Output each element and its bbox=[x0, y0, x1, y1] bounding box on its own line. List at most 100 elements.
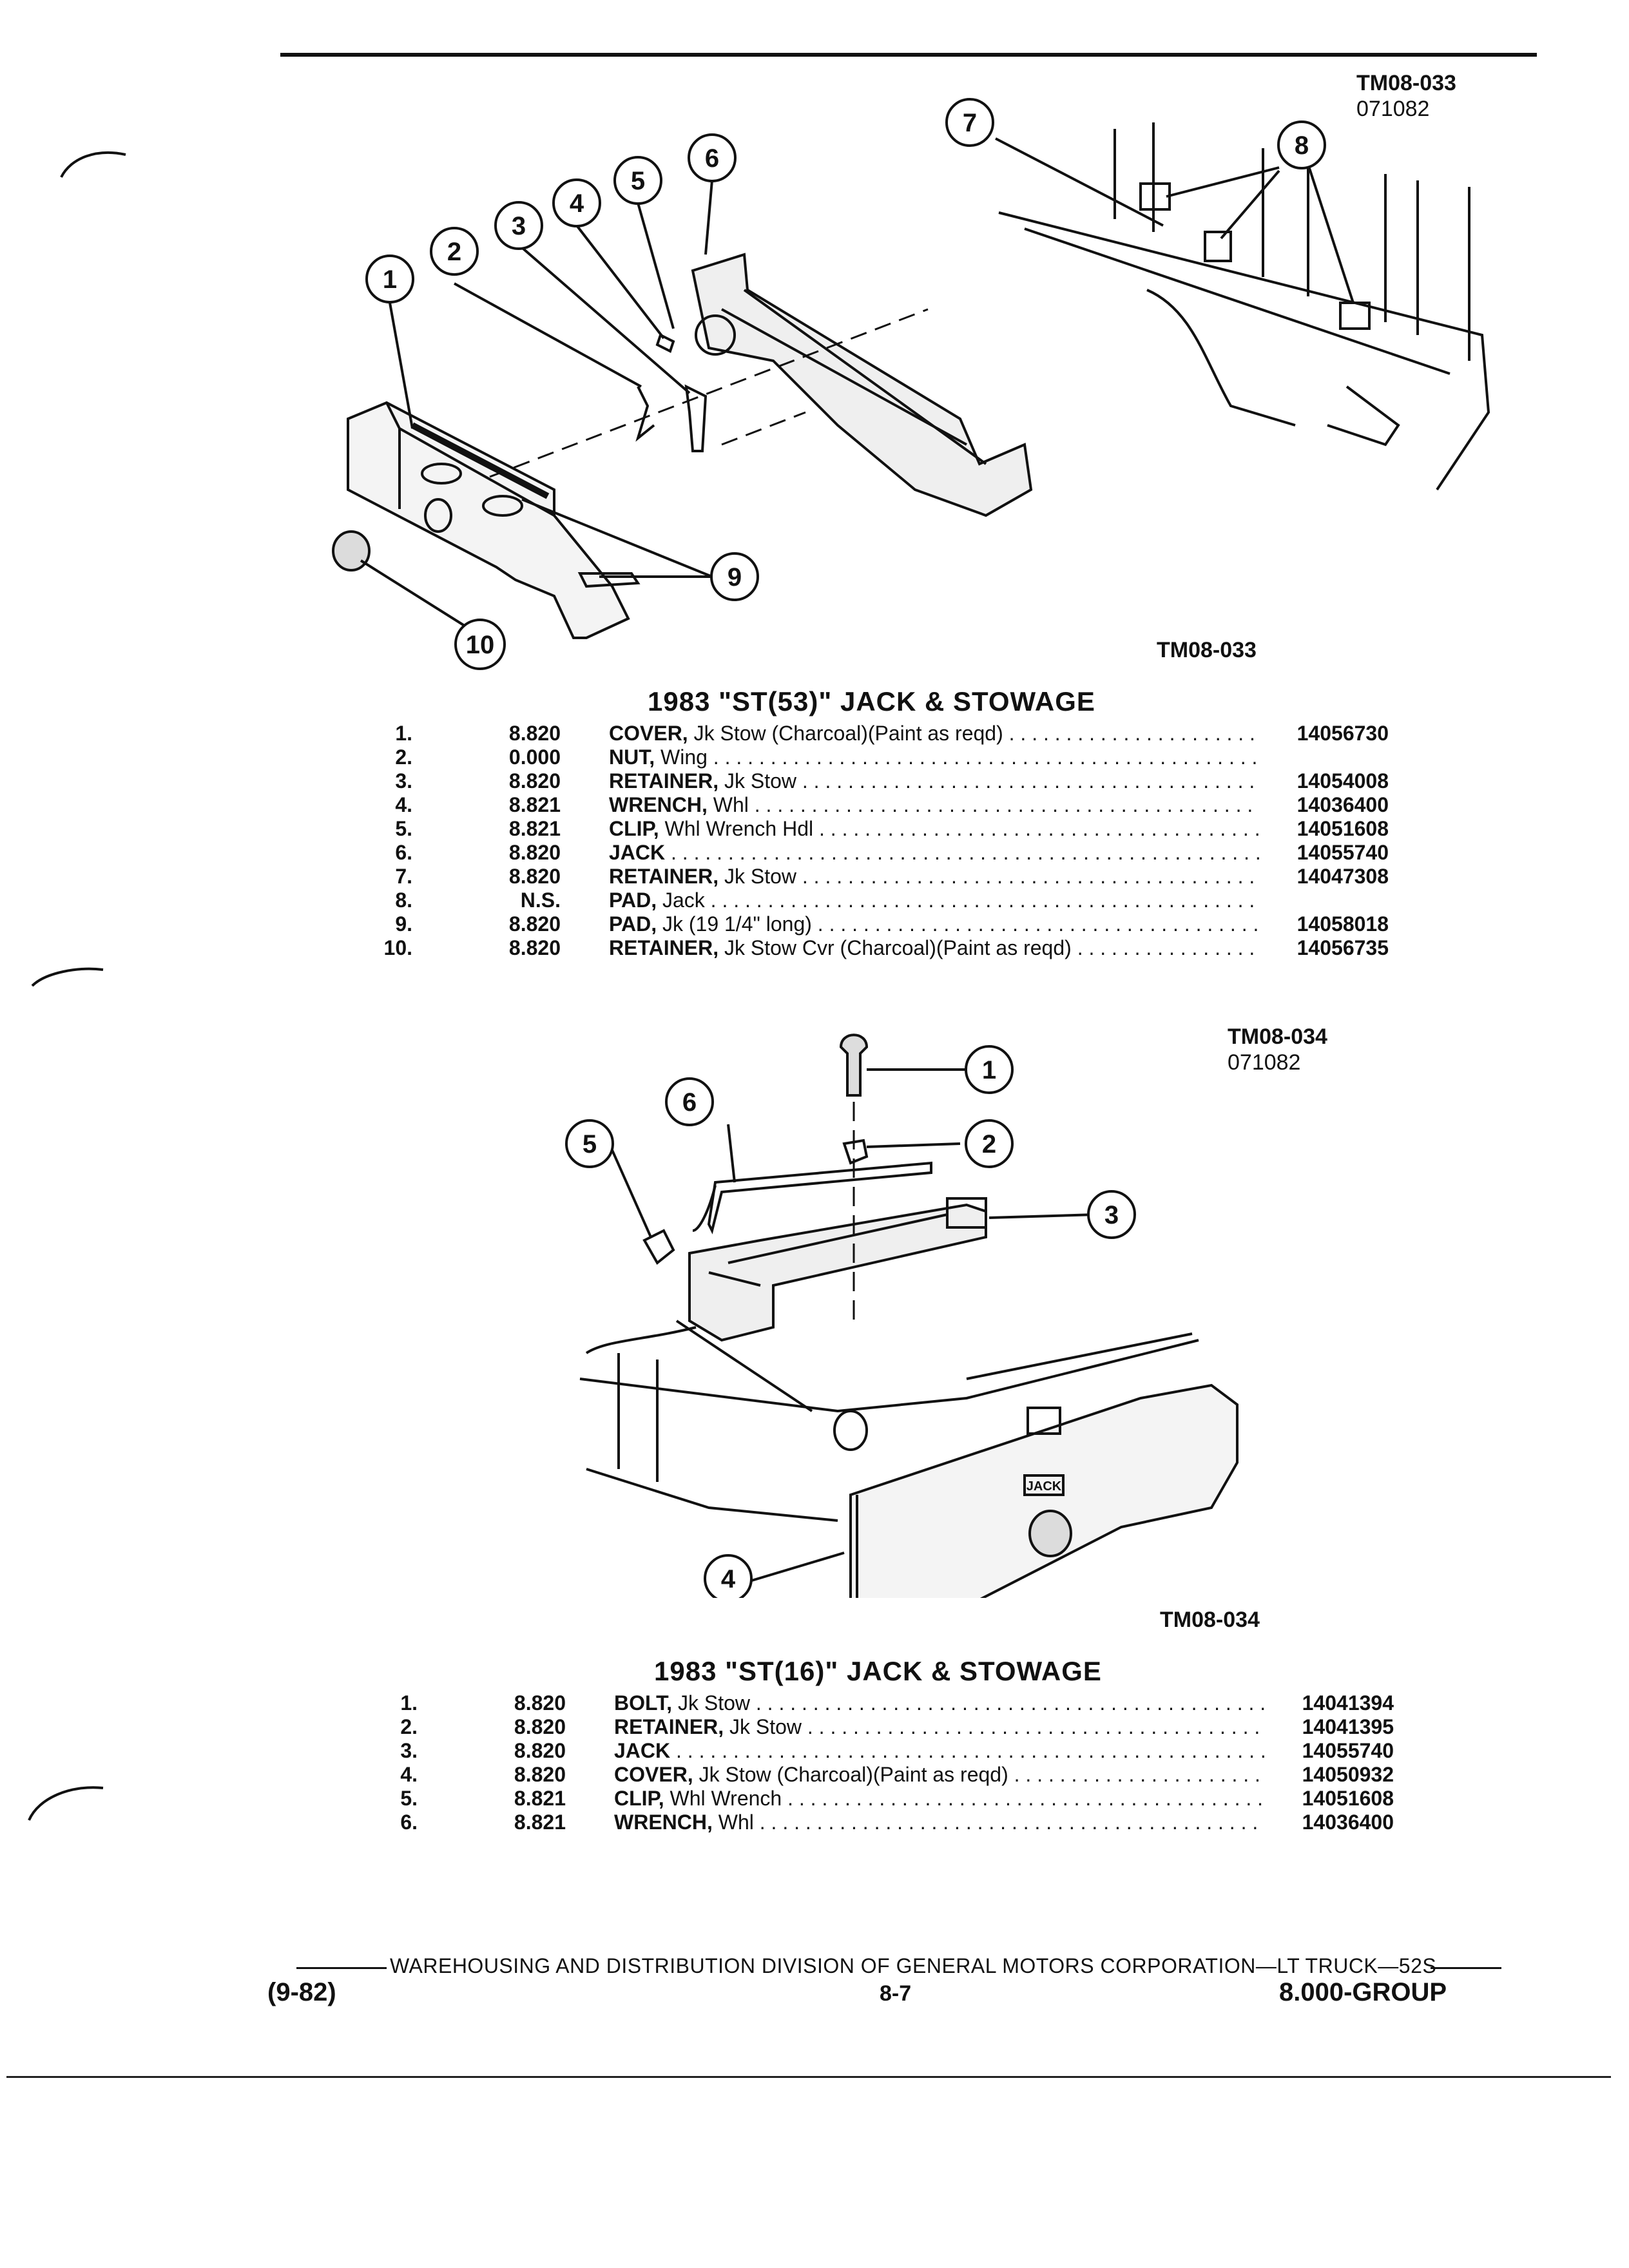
callout-label-2: 2 bbox=[447, 238, 461, 266]
part-number: 14056735 bbox=[1296, 936, 1389, 959]
part-catalog-code: 8.821 bbox=[514, 1787, 566, 1810]
figure1-ref-code: TM08-033 bbox=[1356, 71, 1456, 95]
part-description: BOLT, Jk Stow . . . . . . . . . . . . . … bbox=[614, 1691, 1265, 1715]
part-number: 14051608 bbox=[1296, 817, 1389, 840]
leader-dots: . . . . . . . . . . . . . . . . . . . . … bbox=[759, 1811, 1265, 1834]
callout-label-10: 10 bbox=[466, 631, 495, 659]
part-description: PAD, Jk (19 1/4" long) . . . . . . . . .… bbox=[609, 912, 1260, 936]
callout-label-3: 3 bbox=[1104, 1201, 1119, 1229]
part-detail: Jk Stow (Charcoal)(Paint as reqd) bbox=[699, 1763, 1008, 1786]
leader-dots: . . . . . . . . . . . . . . . . . . . . … bbox=[754, 793, 1260, 816]
figure2-illustration: 1 2 3 4 5 6 JACK bbox=[565, 1033, 1239, 1598]
part-number: 14054008 bbox=[1296, 769, 1389, 793]
part-name: BOLT, bbox=[614, 1691, 673, 1715]
part-index: 1. bbox=[400, 1691, 418, 1715]
part-number: 14036400 bbox=[1302, 1811, 1394, 1834]
part-catalog-code: N.S. bbox=[520, 889, 561, 912]
part-catalog-code: 0.000 bbox=[508, 745, 561, 769]
callout-label-3: 3 bbox=[512, 212, 526, 240]
part-index: 5. bbox=[400, 1787, 418, 1810]
leader-dots: . . . . . . . . . . . . . . . . . . . . … bbox=[713, 745, 1260, 769]
part-catalog-code: 8.820 bbox=[514, 1691, 566, 1715]
part-detail: Jk Stow (Charcoal)(Paint as reqd) bbox=[693, 722, 1003, 745]
callout-circle bbox=[613, 156, 662, 205]
leader-dots: . . . . . . . . . . . . . . . . . . . . … bbox=[807, 1715, 1265, 1738]
part-index: 6. bbox=[395, 841, 412, 864]
callout-label-4: 4 bbox=[570, 189, 584, 218]
figure2-parts-list: 1. 8.820 BOLT, Jk Stow . . . . . . . . . .… bbox=[372, 1691, 1394, 1834]
part-index: 3. bbox=[395, 769, 412, 793]
callout-circle bbox=[494, 201, 543, 250]
part-number: 14041395 bbox=[1302, 1715, 1394, 1738]
callout-circle bbox=[965, 1119, 1014, 1168]
callout-circle bbox=[1087, 1190, 1136, 1239]
part-index: 10. bbox=[383, 936, 412, 959]
part-catalog-code: 8.821 bbox=[508, 793, 561, 816]
callout-label-6: 6 bbox=[705, 144, 719, 173]
part-description: PAD, Jack . . . . . . . . . . . . . . . … bbox=[609, 889, 1260, 912]
callout-label-6: 6 bbox=[682, 1088, 697, 1117]
jack-panel-label: JACK bbox=[1027, 1479, 1062, 1494]
part-name: RETAINER, bbox=[609, 769, 719, 793]
figure1-ref-date: 071082 bbox=[1356, 97, 1430, 121]
part-catalog-code: 8.820 bbox=[514, 1763, 566, 1786]
part-index: 2. bbox=[395, 745, 412, 769]
part-index: 8. bbox=[395, 889, 412, 912]
leader-dots: . . . . . . . . . . . . . . . . . . . . … bbox=[1014, 1763, 1265, 1786]
figure2-title: 1983 "ST(16)" JACK & STOWAGE bbox=[654, 1656, 1102, 1686]
callout-label-8: 8 bbox=[1295, 131, 1309, 160]
callout-label-5: 5 bbox=[583, 1130, 597, 1158]
part-detail: Jk Stow bbox=[729, 1715, 802, 1738]
leader-dots: . . . . . . . . . . . . . . . . . . . . … bbox=[819, 817, 1260, 840]
part-description: CLIP, Whl Wrench Hdl . . . . . . . . . .… bbox=[609, 817, 1260, 841]
callout-circle bbox=[430, 227, 479, 276]
leader-dots: . . . . . . . . . . . . . . . . . . . . … bbox=[755, 1691, 1265, 1715]
part-name: RETAINER, bbox=[609, 936, 719, 959]
part-number: 14050932 bbox=[1302, 1763, 1394, 1786]
part-description: COVER, Jk Stow (Charcoal)(Paint as reqd)… bbox=[609, 722, 1260, 745]
figure1-caption: TM08-033 bbox=[1157, 638, 1257, 662]
footer-group: 8.000-GROUP bbox=[1279, 1978, 1447, 2006]
part-number: 14041394 bbox=[1302, 1691, 1394, 1715]
part-number: 14036400 bbox=[1296, 793, 1389, 816]
part-number: 14047308 bbox=[1296, 865, 1389, 888]
part-number: 14056730 bbox=[1296, 722, 1389, 745]
part-number: 14055740 bbox=[1302, 1739, 1394, 1762]
part-index: 2. bbox=[400, 1715, 418, 1738]
part-index: 4. bbox=[400, 1763, 418, 1786]
callout-label-1: 1 bbox=[982, 1056, 996, 1084]
part-catalog-code: 8.820 bbox=[508, 912, 561, 936]
leader-dots: . . . . . . . . . . . . . . . . . . . . … bbox=[802, 769, 1260, 793]
part-detail: Wing bbox=[660, 745, 708, 769]
part-row: 9. 8.820 PAD, Jk (19 1/4" long) . . . . . … bbox=[367, 912, 1389, 936]
footer-division: WAREHOUSING AND DISTRIBUTION DIVISION OF… bbox=[390, 1954, 1437, 1977]
part-name: JACK bbox=[614, 1739, 671, 1762]
leader-dots: . . . . . . . . . . . . . . . . . . . . … bbox=[787, 1787, 1265, 1810]
part-index: 3. bbox=[400, 1739, 418, 1762]
callout-circle bbox=[665, 1077, 714, 1126]
part-description: CLIP, Whl Wrench . . . . . . . . . . . .… bbox=[614, 1787, 1265, 1811]
callout-circle bbox=[704, 1554, 753, 1598]
part-name: RETAINER, bbox=[609, 865, 719, 888]
leader-dots: . . . . . . . . . . . . . . . . . . . . … bbox=[671, 841, 1260, 864]
callout-circle bbox=[688, 133, 737, 182]
part-row: 5. 8.821 CLIP, Whl Wrench . . . . . . . . … bbox=[372, 1787, 1394, 1811]
part-catalog-code: 8.820 bbox=[508, 865, 561, 888]
part-index: 9. bbox=[395, 912, 412, 936]
leader-dots: . . . . . . . . . . . . . . . . . . . . … bbox=[710, 889, 1260, 912]
part-name: NUT, bbox=[609, 745, 655, 769]
callout-label-2: 2 bbox=[982, 1130, 996, 1158]
part-name: WRENCH, bbox=[614, 1811, 713, 1834]
figure1-illustration: 1 2 3 4 5 6 7 8 9 10 bbox=[332, 98, 1490, 670]
leader-dots: . . . . . . . . . . . . . . . . . . . . … bbox=[1008, 722, 1260, 745]
part-index: 7. bbox=[395, 865, 412, 888]
callout-circle bbox=[1277, 120, 1326, 169]
part-catalog-code: 8.821 bbox=[508, 817, 561, 840]
part-description: JACK . . . . . . . . . . . . . . . . . .… bbox=[609, 841, 1260, 865]
callout-circle bbox=[945, 98, 994, 147]
bottom-rule bbox=[6, 2076, 1611, 2078]
